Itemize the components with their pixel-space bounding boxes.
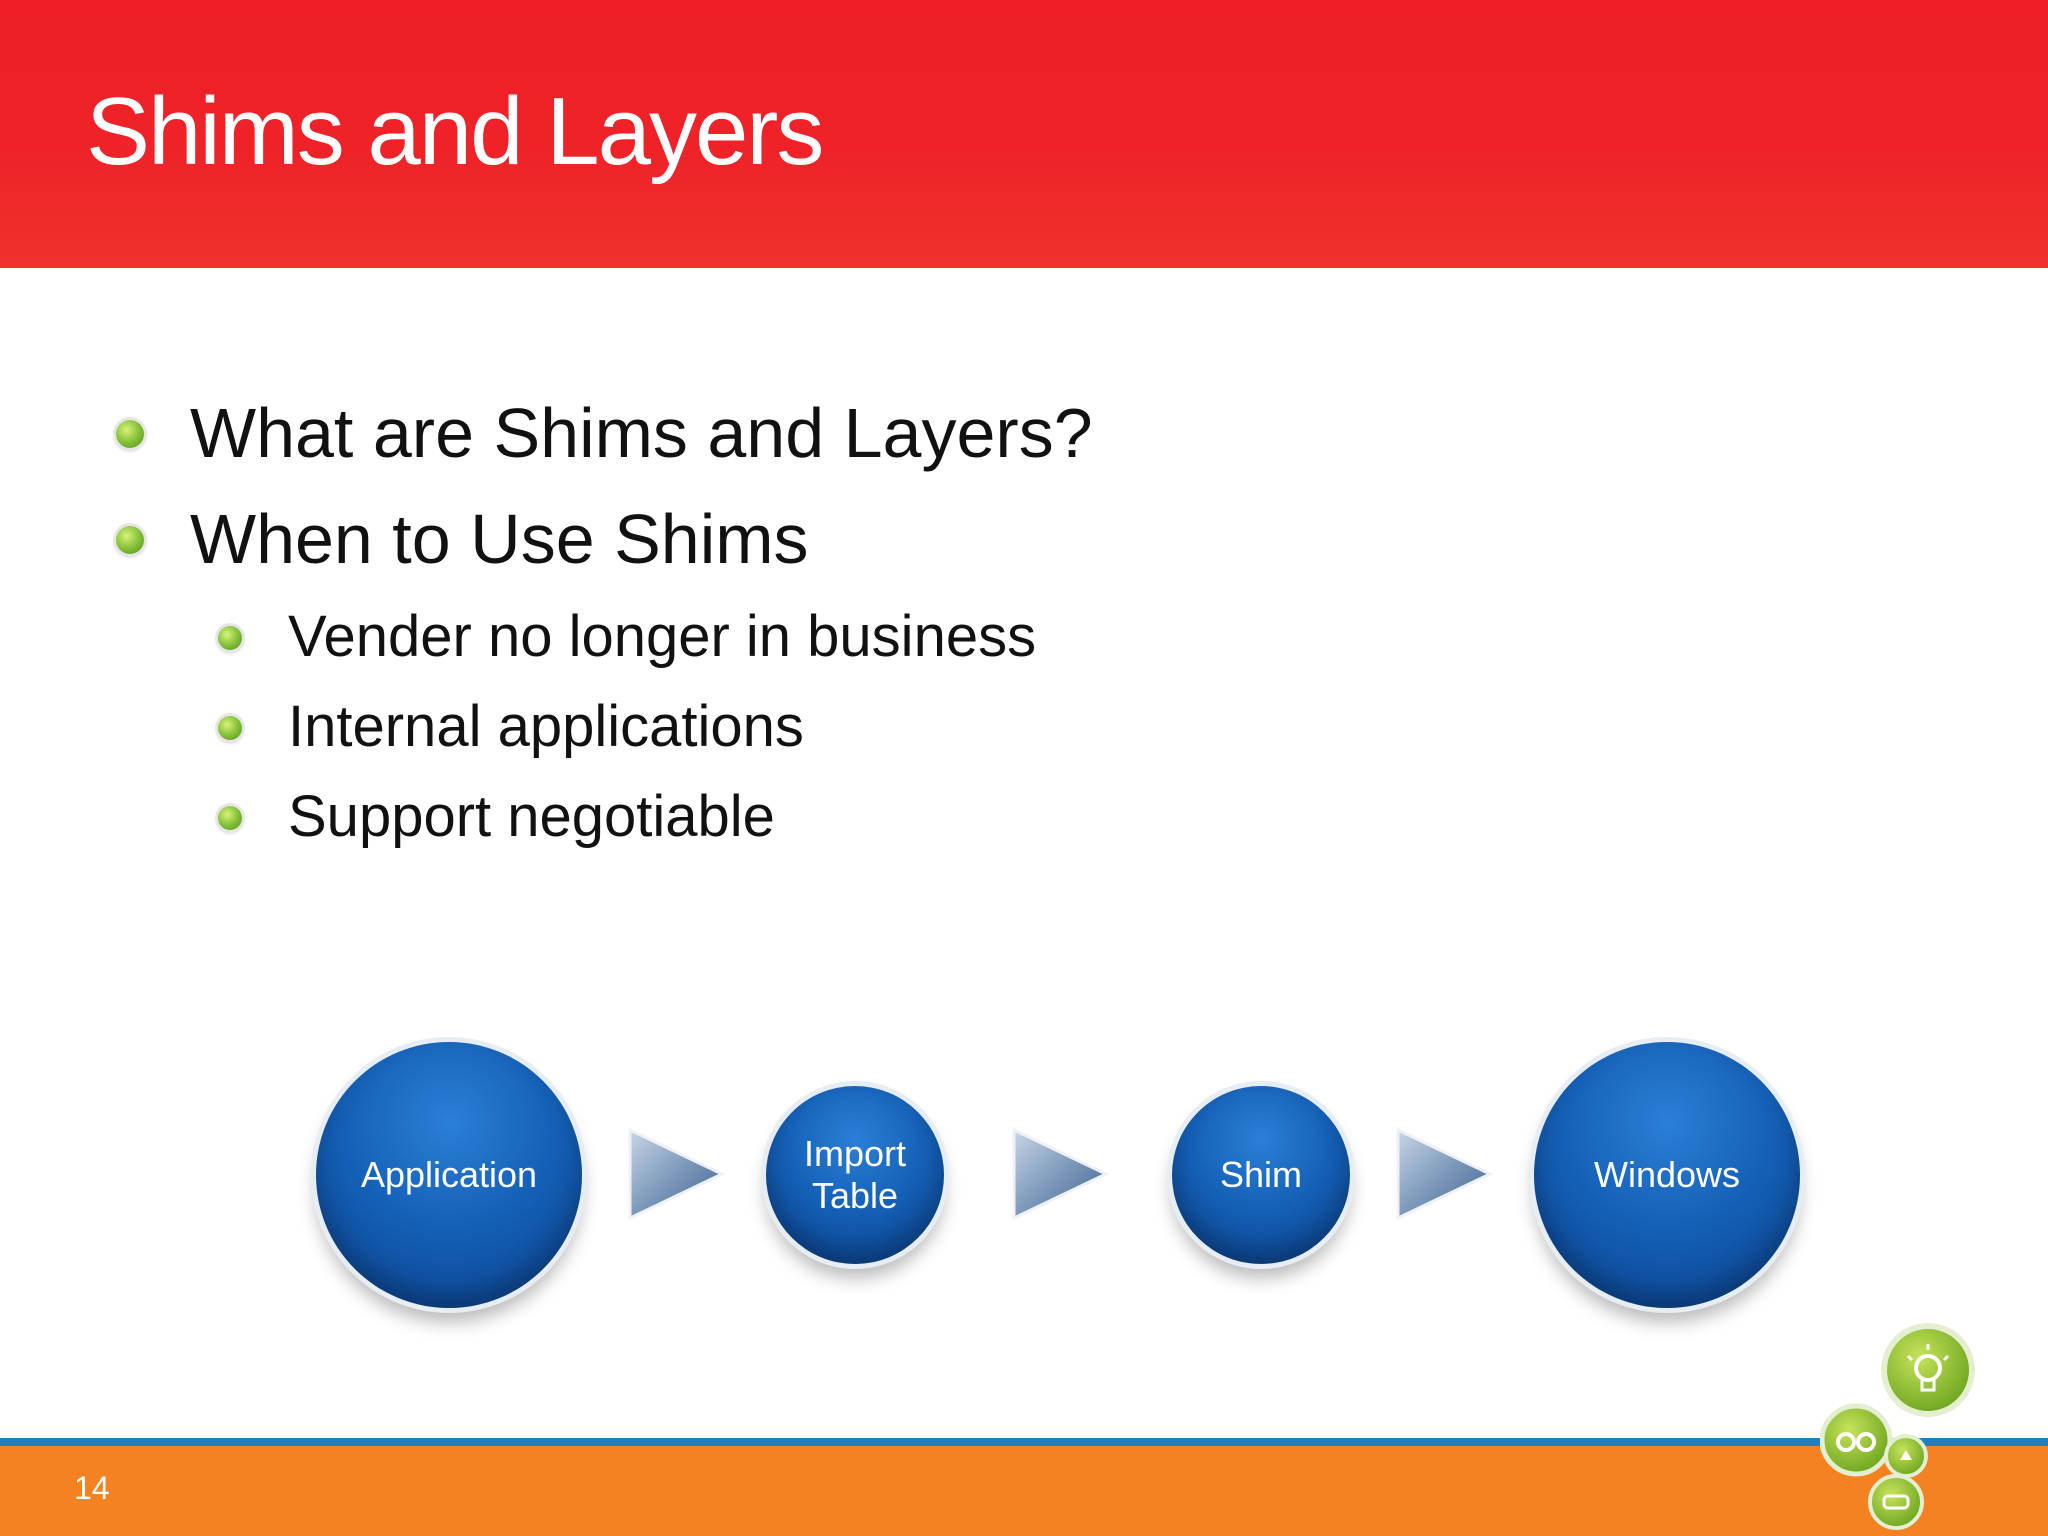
green-dot-icon xyxy=(116,420,144,448)
footer-bar xyxy=(0,1446,2048,1536)
node-label: Table xyxy=(811,1175,899,1216)
process-flow: Application Import Table xyxy=(0,1020,2048,1340)
triangle-arrow-icon xyxy=(628,1127,726,1221)
sub-bullet-item: Vender no longer in business xyxy=(110,592,1510,682)
sub-bullet-item: Support negotiable xyxy=(110,772,1510,862)
bullet-item: When to Use Shims xyxy=(110,486,1510,592)
page-number: 14 xyxy=(74,1470,110,1506)
node-label: Application xyxy=(360,1154,538,1195)
green-dot-icon xyxy=(116,526,144,554)
node-label: Windows xyxy=(1593,1154,1741,1195)
flow-node-import-table: Import Table xyxy=(766,1086,944,1264)
flow-node-windows: Windows xyxy=(1534,1042,1800,1308)
slide-title: Shims and Layers xyxy=(86,78,824,185)
bullet-text: What are Shims and Layers? xyxy=(190,394,1093,472)
bullet-list: What are Shims and Layers? When to Use S… xyxy=(110,380,1510,862)
node-label: Import xyxy=(803,1133,907,1174)
footer-divider xyxy=(0,1438,2048,1446)
sub-bullet-text: Support negotiable xyxy=(288,784,775,849)
green-dot-icon xyxy=(218,716,242,740)
sub-bullet-text: Vender no longer in business xyxy=(288,604,1037,669)
lightbulb-binoculars-logo-icon xyxy=(1820,1323,1975,1530)
title-bar: Shims and Layers xyxy=(0,0,2048,268)
flow-node-application: Application xyxy=(316,1042,582,1308)
green-dot-icon xyxy=(218,626,242,650)
node-label: Shim xyxy=(1219,1154,1303,1195)
green-dot-icon xyxy=(218,806,242,830)
sub-bullet-text: Internal applications xyxy=(288,694,804,759)
triangle-arrow-icon xyxy=(1396,1127,1494,1221)
flow-node-shim: Shim xyxy=(1172,1086,1350,1264)
triangle-arrow-icon xyxy=(1012,1127,1110,1221)
sub-bullet-item: Internal applications xyxy=(110,682,1510,772)
bullet-item: What are Shims and Layers? xyxy=(110,380,1510,486)
bullet-text: When to Use Shims xyxy=(190,500,809,578)
